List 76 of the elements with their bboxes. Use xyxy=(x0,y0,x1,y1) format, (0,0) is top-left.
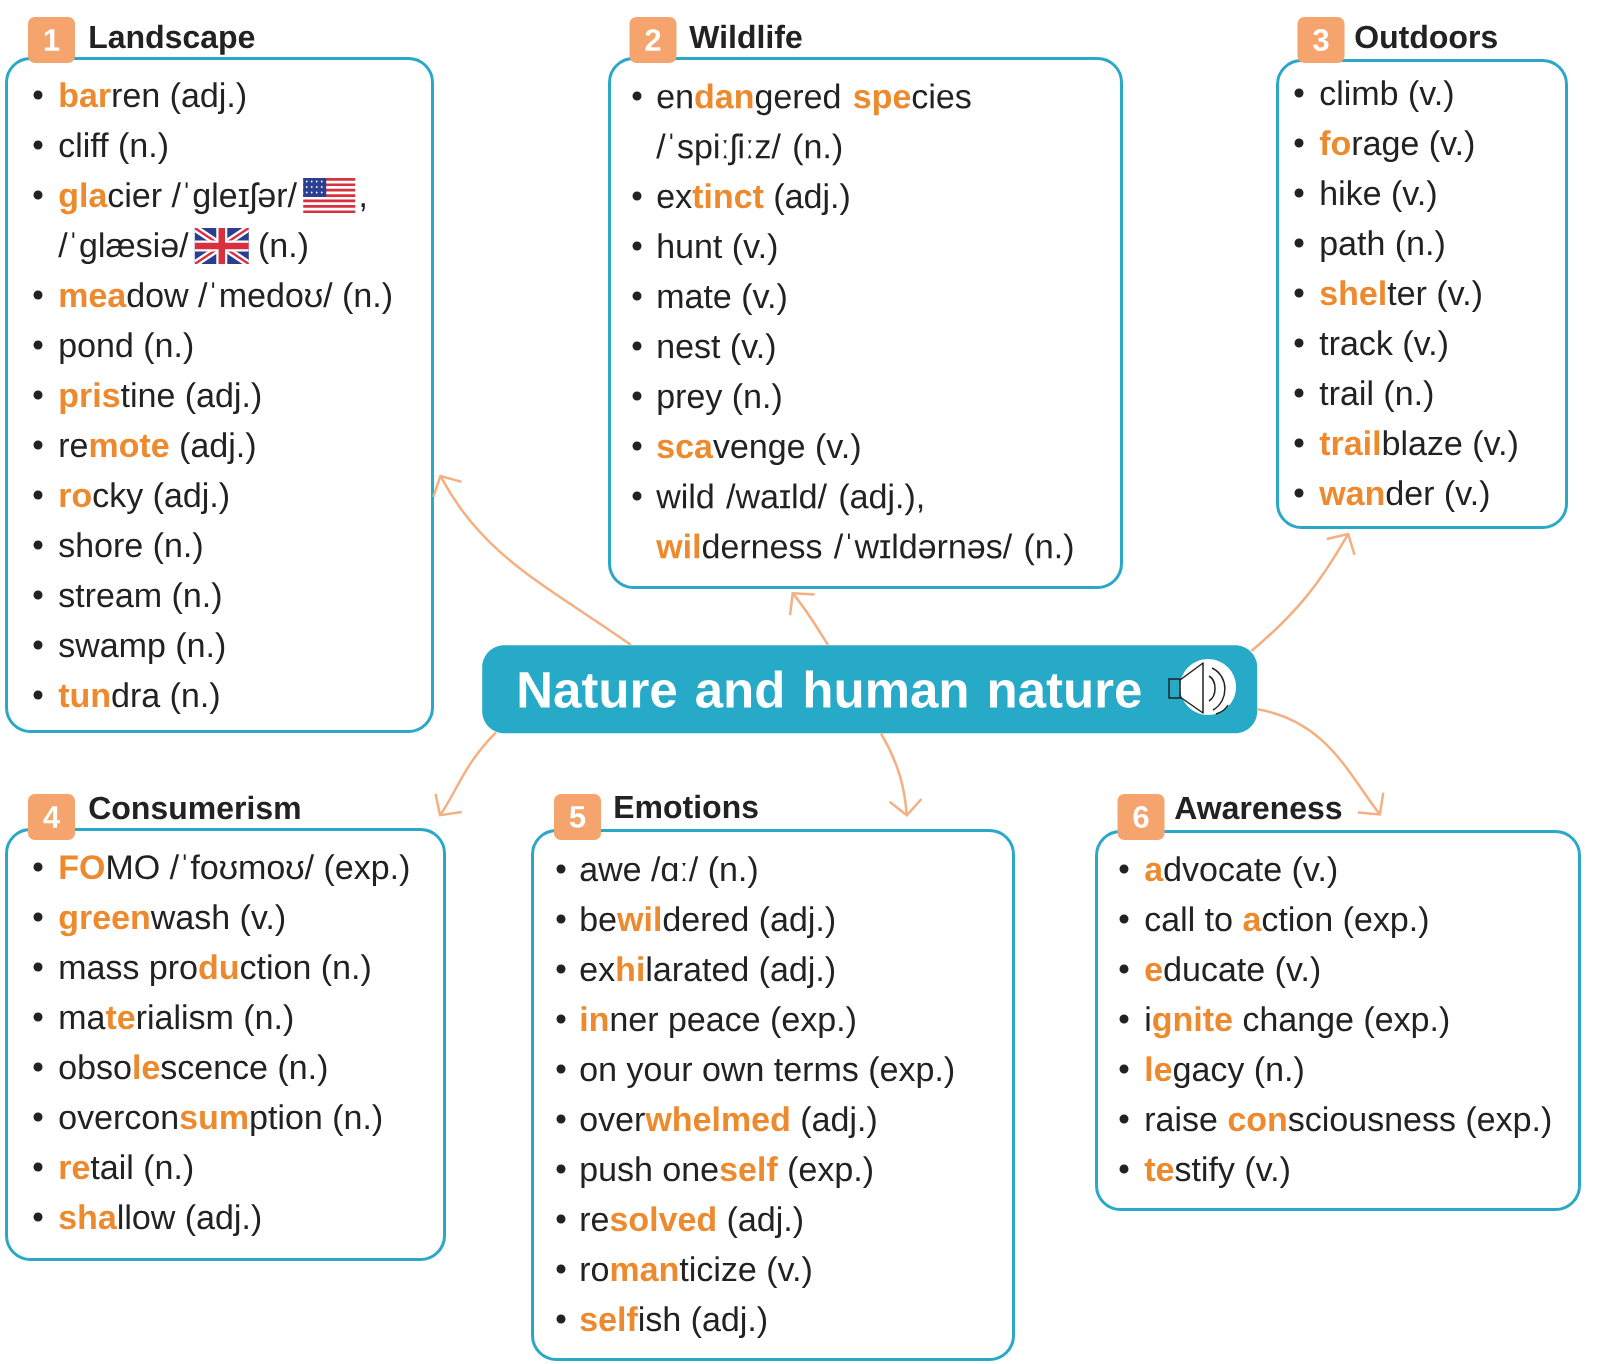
list-item: (n.) xyxy=(260,232,307,265)
list-item: mass production (n.) xyxy=(60,954,370,987)
list-item: retail (n.) xyxy=(60,1154,193,1187)
list-item: forage (v.) xyxy=(1319,130,1474,163)
list-item: meadow /ˈmedoʊ/ (n.) xyxy=(60,282,391,315)
list-item: swamp (n.) xyxy=(59,632,225,665)
list-item: hike (v.) xyxy=(1321,180,1436,213)
list-item: obsolescence (n.) xyxy=(59,1054,327,1087)
arrow xyxy=(432,474,632,647)
list-item: scavenge (v.) xyxy=(657,433,860,466)
list-item: remote (adj.) xyxy=(60,432,255,465)
list-item: stream (n.) xyxy=(59,582,221,615)
list-item: raise consciousness (exp.) xyxy=(1146,1106,1551,1139)
box-heading: Wildlife xyxy=(689,24,802,49)
list-item: /ˈglæsiə/ xyxy=(58,232,189,265)
list-item: legacy (n.) xyxy=(1146,1056,1303,1089)
list-item: barren (adj.) xyxy=(60,82,245,115)
list-item: greenwash (v.) xyxy=(59,904,285,937)
box-heading: Landscape xyxy=(90,24,255,55)
list-item: romanticize (v.) xyxy=(581,1256,811,1289)
box-heading: Awareness xyxy=(1175,797,1342,820)
number-badge: 4 xyxy=(28,794,75,840)
list-item: path (n.) xyxy=(1321,230,1444,263)
arrow xyxy=(879,732,923,818)
list-item: trail (n.) xyxy=(1319,380,1433,413)
list-item: wander (v.) xyxy=(1319,480,1489,513)
list-item: mate (v.) xyxy=(658,283,786,316)
list-item: prey (n.) xyxy=(658,383,781,416)
list-item: call to action (exp.) xyxy=(1145,906,1428,939)
list-item: endangered species /ˈspiːʃiːz/ (n.) xyxy=(656,83,971,166)
list-item: overconsumption (n.) xyxy=(59,1104,382,1137)
list-item: track (v.) xyxy=(1319,330,1447,363)
list-item: glacier /ˈgleɪʃər/ xyxy=(59,182,297,215)
list-item: nest (v.) xyxy=(658,333,775,366)
list-item: pristine (adj.) xyxy=(60,382,261,415)
list-item: tundra (n.) xyxy=(58,682,219,715)
list-item: trailblaze (v.) xyxy=(1319,430,1517,463)
list-item: pond (n.) xyxy=(60,332,193,365)
list-item: advocate (v.) xyxy=(1145,856,1337,889)
list-item: exhilarated (adj.) xyxy=(580,956,835,989)
list-item: materialism (n.) xyxy=(60,1004,293,1037)
box-heading: Emotions xyxy=(615,794,758,819)
list-item: ignite change (exp.) xyxy=(1146,1006,1449,1039)
list-item: shore (n.) xyxy=(59,532,202,565)
list-item: rocky (adj.) xyxy=(60,482,228,515)
arrow xyxy=(1250,532,1356,652)
list-item: selfish (adj.) xyxy=(580,1306,766,1339)
list-item: shallow (adj.) xyxy=(59,1204,261,1237)
list-item: cliff (n.) xyxy=(59,132,167,165)
list-item: educate (v.) xyxy=(1145,956,1320,989)
list-item: wild /waɪld/ (adj.), wilderness /ˈwɪldərnəs/ (n.) xyxy=(656,483,1073,566)
list-item: on your own terms (exp.) xyxy=(580,1056,954,1089)
list-item: shelter (v.) xyxy=(1320,280,1481,313)
title-banner: Nature and human nature xyxy=(482,645,1258,734)
list-item: resolved (adj.) xyxy=(581,1206,802,1239)
list-item: inner peace (exp.) xyxy=(581,1006,855,1039)
box-heading: Consumerism xyxy=(89,795,300,820)
arrow xyxy=(1257,708,1385,816)
list-item: , xyxy=(361,203,365,212)
list-item: awe /ɑː/ (n.) xyxy=(580,856,757,889)
list-item: push oneself (exp.) xyxy=(581,1156,872,1189)
list-item: hunt (v.) xyxy=(658,233,777,266)
number-badge: 1 xyxy=(28,17,75,63)
list-item: testify (v.) xyxy=(1144,1156,1289,1189)
box-heading: Outdoors xyxy=(1355,24,1497,49)
list-item: FOMO /ˈfoʊmoʊ/ (exp.) xyxy=(60,854,409,887)
number-badge: 6 xyxy=(1117,794,1165,840)
arrow xyxy=(434,731,497,817)
number-badge: 2 xyxy=(629,17,677,63)
number-badge: 5 xyxy=(554,794,601,840)
list-item: overwhelmed (adj.) xyxy=(580,1106,876,1139)
list-item: climb (v.) xyxy=(1320,80,1453,113)
number-badge: 3 xyxy=(1297,17,1345,63)
arrow xyxy=(788,592,830,646)
list-item: extinct (adj.) xyxy=(657,183,849,216)
list-item: bewildered (adj.) xyxy=(581,906,835,939)
